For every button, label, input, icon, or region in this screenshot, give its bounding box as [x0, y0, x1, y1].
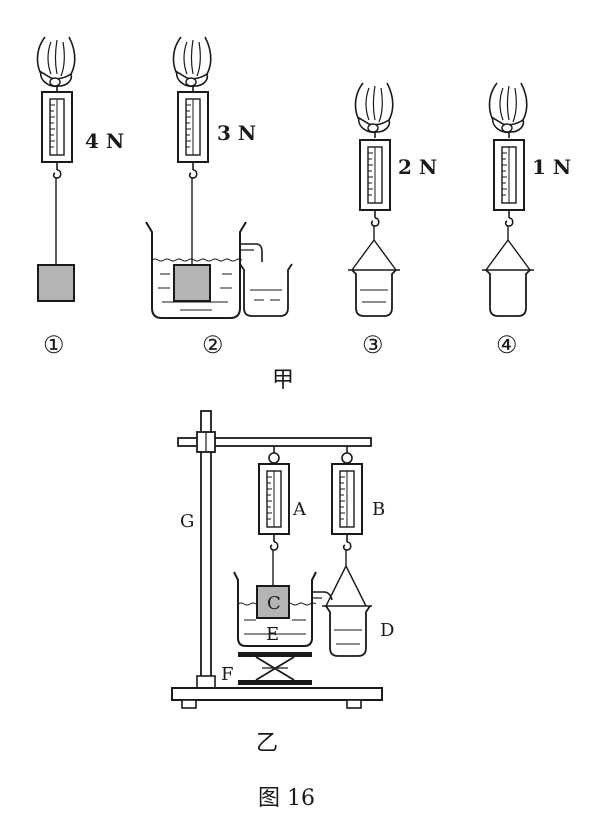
lift-table-icon: [238, 652, 312, 685]
hand-icon: [354, 82, 394, 139]
label-f: F: [221, 664, 234, 685]
label-a: A: [292, 499, 307, 520]
beaker-d: [325, 605, 371, 657]
step-mark-3: ③: [362, 331, 384, 359]
reading-step2: 3 N: [217, 121, 256, 145]
step3-setup: [348, 82, 400, 317]
step4-setup: [482, 82, 534, 317]
reading-step4: 1 N: [532, 155, 571, 179]
panel-caption-yi: 乙: [256, 731, 278, 756]
label-c: C: [267, 593, 281, 614]
step-mark-2: ②: [202, 331, 224, 359]
panel-caption-jia: 甲: [272, 368, 294, 393]
overflow-cup-e: [233, 571, 333, 647]
label-g: G: [180, 511, 194, 532]
spring-scale-a: [258, 446, 290, 586]
empty-beaker-icon: [485, 269, 531, 317]
reading-step3: 2 N: [398, 155, 437, 179]
step2-setup: [145, 36, 293, 319]
reading-step1: 4 N: [85, 129, 124, 153]
metal-block: [37, 264, 75, 302]
beaker-icon: [239, 263, 293, 317]
label-b: B: [372, 499, 385, 520]
spring-scale-icon: [359, 139, 391, 227]
metal-block-c: [256, 585, 290, 619]
hand-icon: [488, 82, 528, 139]
hand-icon: [172, 36, 212, 93]
label-d: D: [380, 620, 394, 641]
label-e: E: [266, 624, 279, 645]
step-mark-4: ④: [496, 331, 518, 359]
spring-scale-icon: [177, 91, 209, 179]
hand-icon: [36, 36, 76, 93]
metal-block-submerged: [173, 264, 211, 302]
iron-stand-icon: [171, 410, 383, 709]
beaker-icon: [351, 269, 397, 317]
spring-scale-icon: [41, 91, 73, 179]
spring-scale-b: [322, 446, 372, 607]
step-mark-1: ①: [43, 331, 65, 359]
spring-scale-icon: [493, 139, 525, 227]
step1-setup: [36, 36, 76, 302]
figure-caption: 图 16: [258, 786, 315, 811]
